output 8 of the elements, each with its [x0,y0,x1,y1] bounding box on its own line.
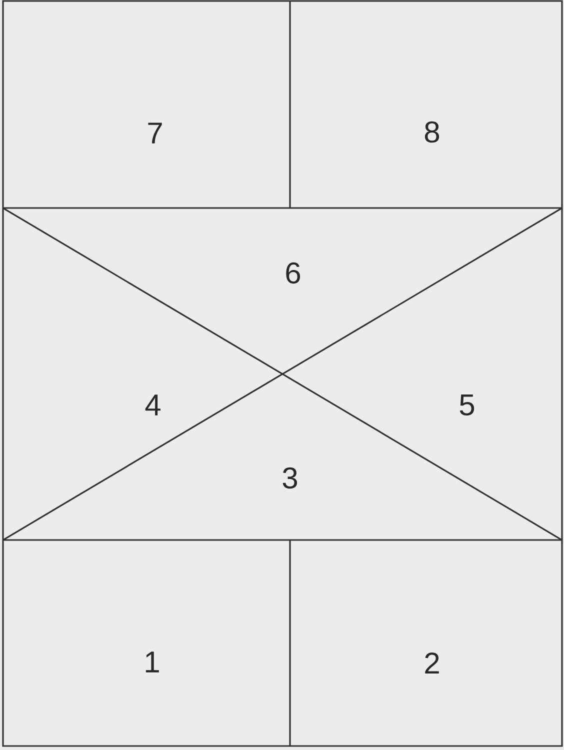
region-number: 6 [286,262,300,284]
region-number: 8 [424,121,440,143]
region-number: 3 [282,467,298,489]
region-number: 4 [145,394,160,416]
region-number: 7 [148,122,162,144]
region-number: 5 [460,394,474,416]
region-number: 2 [425,652,439,674]
region-number: 1 [146,652,159,672]
